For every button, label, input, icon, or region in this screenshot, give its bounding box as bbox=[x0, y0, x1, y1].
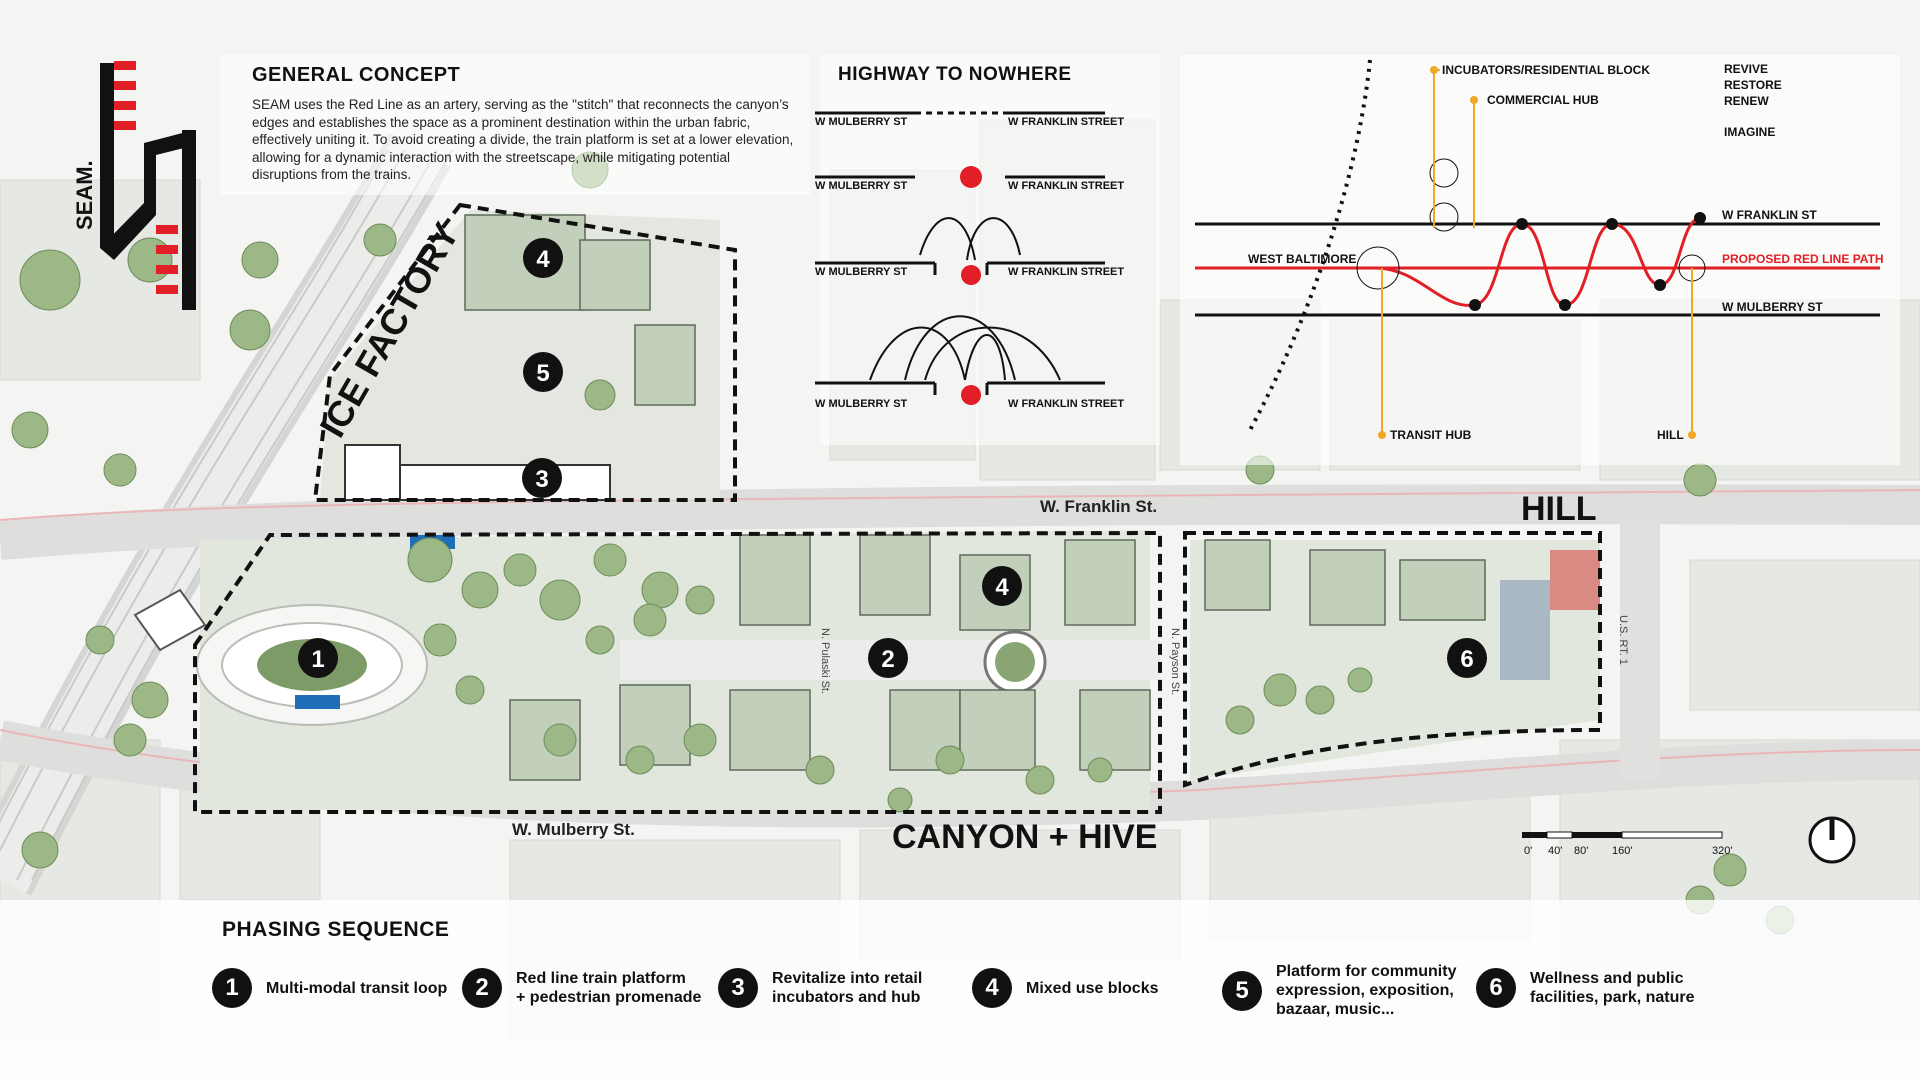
highway-title: HIGHWAY TO NOWHERE bbox=[838, 64, 1072, 85]
tree-canopy bbox=[11, 411, 49, 449]
section-transit-hub: TRANSIT HUB bbox=[1390, 428, 1472, 442]
tree-canopy bbox=[423, 623, 457, 657]
tree-canopy bbox=[1347, 667, 1373, 693]
tree-canopy bbox=[461, 571, 499, 609]
phasing-title: PHASING SEQUENCE bbox=[222, 918, 450, 941]
tree-canopy bbox=[113, 723, 147, 757]
phase-item: 6 Wellness and public facilities, park, n… bbox=[1476, 968, 1695, 1008]
phase-label: Platform for community expression, expos… bbox=[1276, 963, 1457, 1018]
phase-number-badge: 2 bbox=[462, 968, 502, 1008]
tree-canopy bbox=[1683, 463, 1717, 497]
tree-canopy bbox=[633, 603, 667, 637]
concept-title: GENERAL CONCEPT bbox=[252, 64, 461, 86]
tree-canopy bbox=[455, 675, 485, 705]
phase-label: Revitalize into retail incubators and hu… bbox=[772, 970, 923, 1006]
tree-canopy bbox=[85, 625, 115, 655]
tree-canopy bbox=[21, 831, 59, 869]
site-boundaries bbox=[193, 202, 1602, 814]
tree-canopy bbox=[935, 745, 965, 775]
tree-canopy bbox=[503, 553, 537, 587]
seam-logo-text: SEAM. bbox=[72, 160, 97, 230]
diagram-street-left: W MULBERRY ST bbox=[815, 266, 908, 278]
concept-text: SEAM uses the Red Line as an artery, ser… bbox=[252, 97, 794, 182]
section-word: RENEW bbox=[1724, 94, 1769, 108]
tree-canopy bbox=[363, 223, 397, 257]
section-word: RESTORE bbox=[1724, 78, 1782, 92]
tree-canopy bbox=[229, 309, 271, 351]
tree-canopy bbox=[887, 787, 913, 813]
tree-canopy bbox=[593, 543, 627, 577]
tree-canopy bbox=[625, 745, 655, 775]
tree-canopy bbox=[1305, 685, 1335, 715]
phase-number-badge: 6 bbox=[1476, 968, 1516, 1008]
section-franklin: W FRANKLIN ST bbox=[1722, 208, 1817, 222]
tree-canopy bbox=[1713, 853, 1747, 887]
diagram-street-right: W FRANKLIN STREET bbox=[1008, 116, 1124, 128]
tree-canopy bbox=[131, 681, 169, 719]
tree-canopy bbox=[407, 537, 453, 583]
north-arrow bbox=[1808, 816, 1856, 864]
tree-canopy bbox=[103, 453, 137, 487]
phase-number-badge: 5 bbox=[1222, 970, 1262, 1011]
phase-label: Wellness and public facilities, park, na… bbox=[1530, 970, 1695, 1006]
phase-item: 4 Mixed use blocks bbox=[972, 968, 1159, 1008]
diagram-street-left: W MULBERRY ST bbox=[815, 398, 908, 410]
phase-item: 5 Platform for community expression, expo… bbox=[1222, 962, 1456, 1019]
tree-canopy bbox=[585, 625, 615, 655]
phase-label: Red line train platform + pedestrian pro… bbox=[516, 970, 702, 1006]
phase-label: Mixed use blocks bbox=[1026, 979, 1159, 997]
section-red-line: PROPOSED RED LINE PATH bbox=[1722, 252, 1884, 266]
phase-number-badge: 1 bbox=[212, 968, 252, 1008]
trees bbox=[11, 151, 1795, 935]
tree-canopy bbox=[641, 571, 679, 609]
phase-number-badge: 3 bbox=[718, 968, 758, 1008]
diagram-street-left: W MULBERRY ST bbox=[815, 116, 908, 128]
tree-canopy bbox=[1263, 673, 1297, 707]
section-label-incubators: INCUBATORS/RESIDENTIAL BLOCK bbox=[1442, 63, 1650, 77]
section-word: REVIVE bbox=[1724, 62, 1768, 76]
tree-canopy bbox=[543, 723, 577, 757]
tree-canopy bbox=[584, 379, 616, 411]
highway-diagram: W MULBERRY ST W FRANKLIN STREET W MULBER… bbox=[815, 111, 1124, 410]
diagram-street-left: W MULBERRY ST bbox=[815, 180, 908, 192]
tree-canopy bbox=[683, 723, 717, 757]
phase-item: 1 Multi-modal transit loop bbox=[212, 968, 447, 1008]
section-west-baltimore: WEST BALTIMORE bbox=[1248, 252, 1356, 266]
tree-canopy bbox=[1087, 757, 1113, 783]
tree-canopy bbox=[19, 249, 81, 311]
phase-number-badge: 4 bbox=[972, 968, 1012, 1008]
red-line-section-diagram: INCUBATORS/RESIDENTIAL BLOCK COMMERCIAL … bbox=[1195, 59, 1884, 442]
tree-canopy bbox=[685, 585, 715, 615]
tree-canopy bbox=[1225, 705, 1255, 735]
tree-canopy bbox=[241, 241, 279, 279]
diagram-street-right: W FRANKLIN STREET bbox=[1008, 180, 1124, 192]
scale-bar bbox=[1522, 831, 1723, 839]
tree-canopy bbox=[539, 579, 581, 621]
phase-label: Multi-modal transit loop bbox=[266, 979, 448, 997]
phase-item: 3 Revitalize into retail incubators and h… bbox=[718, 968, 922, 1008]
seam-logo: SEAM. bbox=[72, 61, 196, 310]
section-mulberry: W MULBERRY ST bbox=[1722, 300, 1823, 314]
diagram-street-right: W FRANKLIN STREET bbox=[1008, 266, 1124, 278]
tree-canopy bbox=[1025, 765, 1055, 795]
tree-canopy bbox=[805, 755, 835, 785]
section-hill: HILL bbox=[1657, 428, 1684, 442]
diagram-street-right: W FRANKLIN STREET bbox=[1008, 398, 1124, 410]
section-word: IMAGINE bbox=[1724, 125, 1775, 139]
phase-item: 2 Red line train platform + pedestrian pr… bbox=[462, 968, 701, 1008]
section-label-commercial: COMMERCIAL HUB bbox=[1487, 93, 1599, 107]
